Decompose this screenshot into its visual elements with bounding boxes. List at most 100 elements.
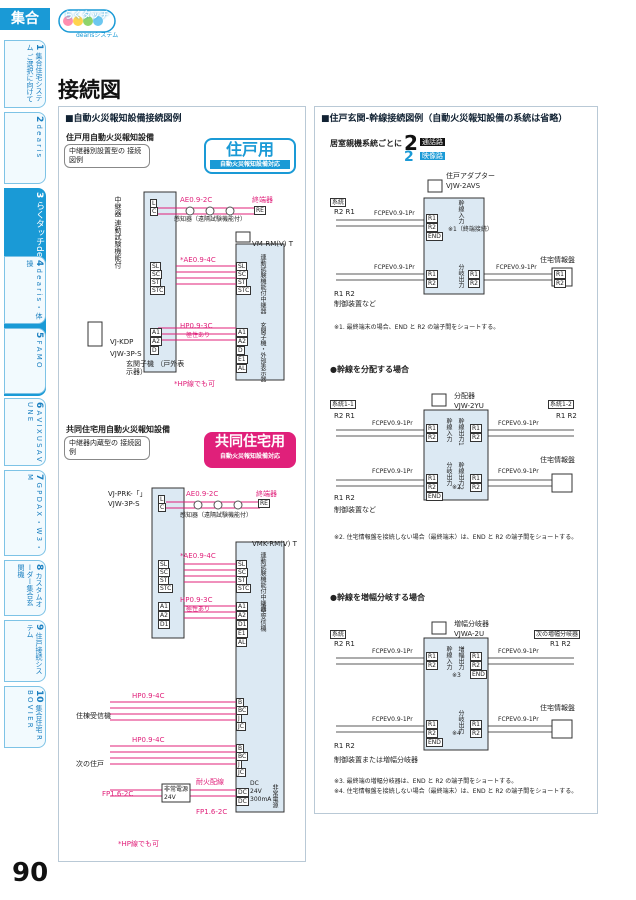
sec1-stamp: 住戸用 自動火災報知設備対応	[204, 138, 296, 174]
sidebar-tab-5[interactable]: 5 F A M O	[4, 328, 46, 394]
r2-term-br1: R2	[470, 483, 482, 492]
sec2-a-2: D1	[236, 620, 249, 629]
r1-terms4-1: R2	[554, 279, 566, 288]
sec2-bus-3: JC	[236, 722, 246, 731]
sec1-title: 住戸用自動火災報知設備	[66, 133, 154, 142]
r3-controller: 制御装置または増幅分岐器	[334, 756, 418, 764]
sec2-fp2: FP1.6-2C	[196, 808, 228, 816]
r3-r-r: R1 R2	[550, 640, 571, 648]
sec2-stamp: 共同住宅用 自動火災報知設備対応	[204, 432, 296, 468]
sec1-end: 終端器	[252, 196, 273, 204]
sec1-sub-d: D	[150, 346, 159, 355]
r1-r-top: R2 R1	[334, 208, 355, 216]
sec2-a-1: A2	[236, 611, 248, 620]
r3-amp: 増幅分岐器	[454, 620, 489, 628]
brand-logo	[58, 9, 116, 33]
sec2-hp: HP0.9-3C	[180, 596, 213, 604]
sec2-bus2-1: BC	[236, 752, 249, 761]
sidebar-tab-4b[interactable]: 4 d e a r i s ・ 体操	[4, 256, 46, 324]
r1-r-bottom: R1 R2	[334, 290, 355, 298]
r2-trunk-in: 幹線入力	[445, 418, 452, 442]
sec1-wire-ae4: *AE0.9-4C	[180, 256, 216, 264]
sec2-hp-note: *HP線でも可	[118, 840, 159, 848]
sec2-emerg: 非常電源	[271, 784, 278, 808]
r2-term-br0: R1	[470, 474, 482, 483]
sec2-bus2-3: JC	[236, 768, 246, 777]
sec2-a-0: A1	[236, 602, 248, 611]
sec2-stamp-label: 共同住宅用	[215, 434, 285, 450]
sec2-term-c: C	[158, 503, 167, 512]
r1-terms2-0: R1	[426, 270, 438, 279]
r2-title: ●幹線を分配する場合	[330, 365, 409, 374]
sidebar-tab-1[interactable]: 1 集合住宅システム ご選択に向けて	[4, 40, 46, 108]
r2-branch-out: 分岐出力	[445, 462, 452, 486]
sec2-relay-conn: 連動試験機能付中継器	[259, 552, 266, 612]
sec1-a-1: A2	[236, 337, 248, 346]
category-badge: 集合	[0, 8, 50, 30]
r3-branch-out: 分岐出力	[457, 710, 464, 734]
sec1-conn-right: 玄関子機・外部表示器	[259, 322, 266, 382]
sec1-sub-0: VJ-KDP	[110, 338, 134, 346]
sidebar-tab-7[interactable]: 7 G P D A X ・ W 3 ・ M	[4, 470, 46, 556]
r2-r-l: R2 R1	[334, 412, 355, 420]
sec2-a-4: AL	[236, 638, 248, 647]
r3-term-r0: R1	[470, 652, 482, 661]
r1-terms3-1: R2	[468, 279, 480, 288]
sec1-entrance: 玄関子機 （戸外表示器）	[126, 360, 185, 376]
sidebar-tab-6[interactable]: 6 A V I X U S A V U N E	[4, 398, 46, 466]
r3-term-r2: END	[470, 670, 487, 679]
r3-note4: ※4	[452, 730, 461, 737]
sec1-relay-label: 中継器 連動試験機能付	[114, 196, 122, 269]
sec2-stamp-sub: 自動火災報知設備対応	[219, 453, 280, 460]
r2-info-panel: 住宅情報盤	[540, 456, 575, 464]
sec2-incoming: 住棟受信機	[76, 712, 111, 720]
sec2-dc-label: 非常電源 24V	[164, 786, 189, 801]
sec2-polarity: 極性あり	[186, 606, 211, 613]
logo-text: らくタッチ	[64, 11, 110, 21]
r2-fc1: FCPEV0.9-1Pr	[372, 420, 413, 427]
r3-term-b1: R2	[426, 729, 438, 738]
page-title: 接続図	[58, 78, 121, 102]
r2-term-b2: END	[426, 492, 443, 501]
sec2-dev-1: VJW-3P-S	[108, 500, 140, 508]
r2-fc2: FCPEV0.9-1Pr	[498, 420, 539, 427]
sidebar-tab-9[interactable]: 9 住戸接続システム	[4, 620, 46, 682]
sec2-hp4b: HP0.9-4C	[132, 736, 165, 744]
r3-fc1: FCPEV0.9-1Pr	[372, 648, 413, 655]
sec2-p-type: P型受信機	[259, 604, 266, 632]
r1-tag-1: 映像路	[420, 152, 445, 160]
r3-foot1: ※3. 最終端の増幅分岐器は、END と R2 の端子間をショートする。	[334, 778, 518, 785]
r3-fc2: FCPEV0.9-1Pr	[498, 648, 539, 655]
sidebar-tab-8[interactable]: 8 カスタムオーダー集合玄関機	[4, 560, 46, 616]
r1-terms2-1: R2	[426, 279, 438, 288]
sec1-term-c: C	[150, 207, 159, 216]
r1-terms3-0: R1	[468, 270, 480, 279]
r2-out2: 幹線出力2	[457, 462, 464, 490]
r1-term-2: END	[426, 232, 443, 241]
sec2-dc-0: DC	[236, 788, 249, 797]
sidebar-tab-10[interactable]: 10 集合住宅 R B O V I E R	[4, 686, 46, 748]
r2-dist: 分配器	[454, 392, 475, 400]
sec1-monitor: VM-RM(V) T	[252, 240, 294, 248]
r1-note1: ※1（終端接続）	[448, 226, 493, 233]
sec1-hp: HP0.9-3C	[180, 322, 213, 330]
r1-badge-small: 2	[404, 149, 414, 165]
r3-term-r1: R2	[470, 661, 482, 670]
r2-dist-model: VJW-2YU	[454, 402, 484, 410]
r3-r-l: R2 R1	[334, 640, 355, 648]
r2-term-r0: R1	[470, 424, 482, 433]
r1-branch-out: 分岐出力	[457, 264, 464, 288]
r2-foot: ※2. 住宅情報盤を接続しない場合（最終端末）は、END と R2 の端子間をシ…	[334, 534, 578, 541]
r3-term-0: R1	[426, 652, 438, 661]
sec1-sub-a1: A1	[150, 328, 162, 337]
r2-sys1: 系統1-1	[330, 400, 356, 409]
sec2-sl-3: STC	[158, 584, 174, 593]
sec2-bus-1: BC	[236, 706, 249, 715]
sec2-wire-ae4: *AE0.9-4C	[180, 552, 216, 560]
r1-wiring	[336, 179, 573, 295]
sidebar-tab-2[interactable]: 2 d e a r i s	[4, 112, 46, 184]
sec2-sensor: 感知器（遠隔試験機能付）	[180, 512, 253, 519]
sec2-title: 共同住宅用自動火災報知設備	[66, 425, 170, 434]
r1-term-0: R1	[426, 214, 438, 223]
r2-term-0: R1	[426, 424, 438, 433]
